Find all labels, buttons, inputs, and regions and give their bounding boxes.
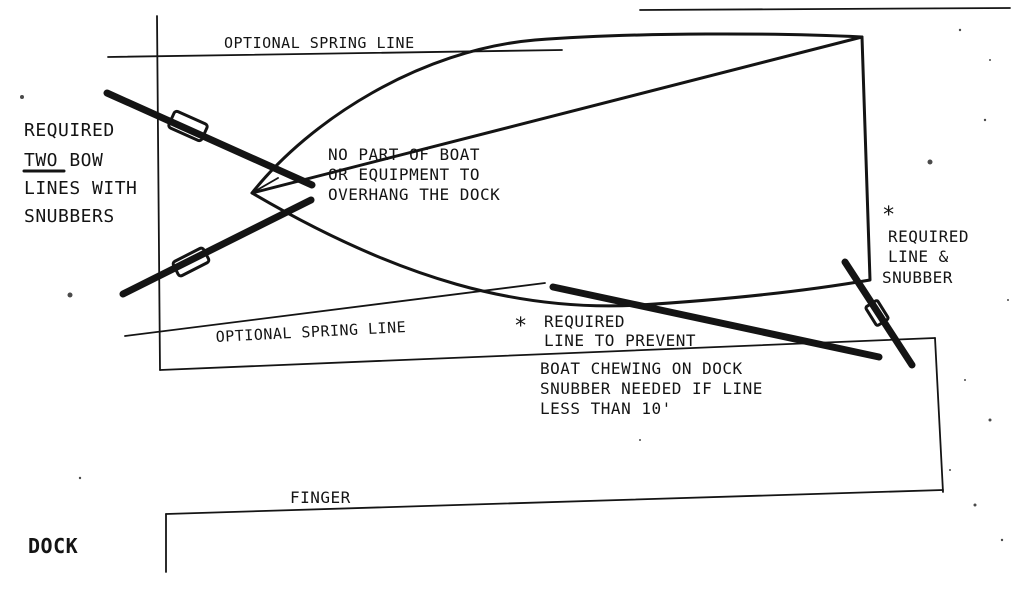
overhang-note: NO PART OF BOAT OR EQUIPMENT TO OVERHANG… (328, 145, 500, 204)
finger-end (934, 337, 944, 493)
bow-note-line-3: LINES WITH (24, 178, 137, 199)
snubber-upper (167, 109, 209, 143)
annotations: OPTIONAL SPRING LINE OPTIONAL SPRING LIN… (22, 34, 969, 558)
top-edge-line (639, 7, 1011, 11)
hull-lower (250, 35, 872, 308)
stern-snubber (864, 299, 890, 327)
stern-line (841, 258, 916, 369)
bow-note-line-4: SNUBBERS (24, 206, 115, 227)
bow-tip (251, 177, 279, 194)
bow-lines-note: REQUIRED TWO BOW LINES WITH SNUBBERS (22, 120, 137, 227)
scan-specks (20, 28, 1009, 542)
hull-upper (250, 32, 864, 195)
finger-edge (165, 489, 944, 515)
chewing-note: * REQUIRED LINE TO PREVENT BOAT CHEWING … (514, 312, 763, 418)
stern-note-line-3: SNUBBER (882, 268, 953, 287)
finger-label: FINGER (290, 488, 351, 507)
overhang-note-line-2: OR EQUIPMENT TO (328, 165, 480, 184)
chewing-note-line-5: LESS THAN 10' (540, 399, 672, 418)
bow-line-upper (103, 89, 316, 189)
overhang-note-line-1: NO PART OF BOAT (328, 145, 480, 164)
dock-label: DOCK (28, 534, 78, 558)
chewing-note-line-3: BOAT CHEWING ON DOCK (540, 359, 743, 378)
bow-note-line-2: TWO BOW (24, 150, 103, 171)
optional-spring-line-bottom (124, 282, 546, 337)
optional-spring-label-top: OPTIONAL SPRING LINE (224, 34, 415, 52)
chewing-note-line-4: SNUBBER NEEDED IF LINE (540, 379, 763, 398)
stern-note-line-2: LINE & (888, 247, 949, 266)
overhang-note-line-3: OVERHANG THE DOCK (328, 185, 500, 204)
chewing-note-line-1: REQUIRED (544, 312, 625, 331)
stern-lines (549, 258, 916, 369)
bow-line-lower (119, 196, 315, 298)
boat-hull (250, 32, 872, 308)
bow-lines (103, 89, 316, 298)
snubber-lower (171, 246, 211, 278)
stern-note-line-1: REQUIRED (888, 227, 969, 246)
slip-back-edge (156, 15, 161, 371)
stern-asterisk: * (882, 203, 896, 228)
optional-spring-label-bottom: OPTIONAL SPRING LINE (215, 318, 406, 346)
spring-lines (107, 49, 563, 337)
optional-spring-line-top (107, 49, 563, 58)
bow-note-line-1: REQUIRED (24, 120, 115, 141)
anti-chew-line (549, 283, 883, 361)
chewing-asterisk: * (514, 314, 528, 339)
stern-line-note: * REQUIRED LINE & SNUBBER (882, 203, 969, 287)
chewing-note-line-2: LINE TO PREVENT (544, 331, 696, 350)
